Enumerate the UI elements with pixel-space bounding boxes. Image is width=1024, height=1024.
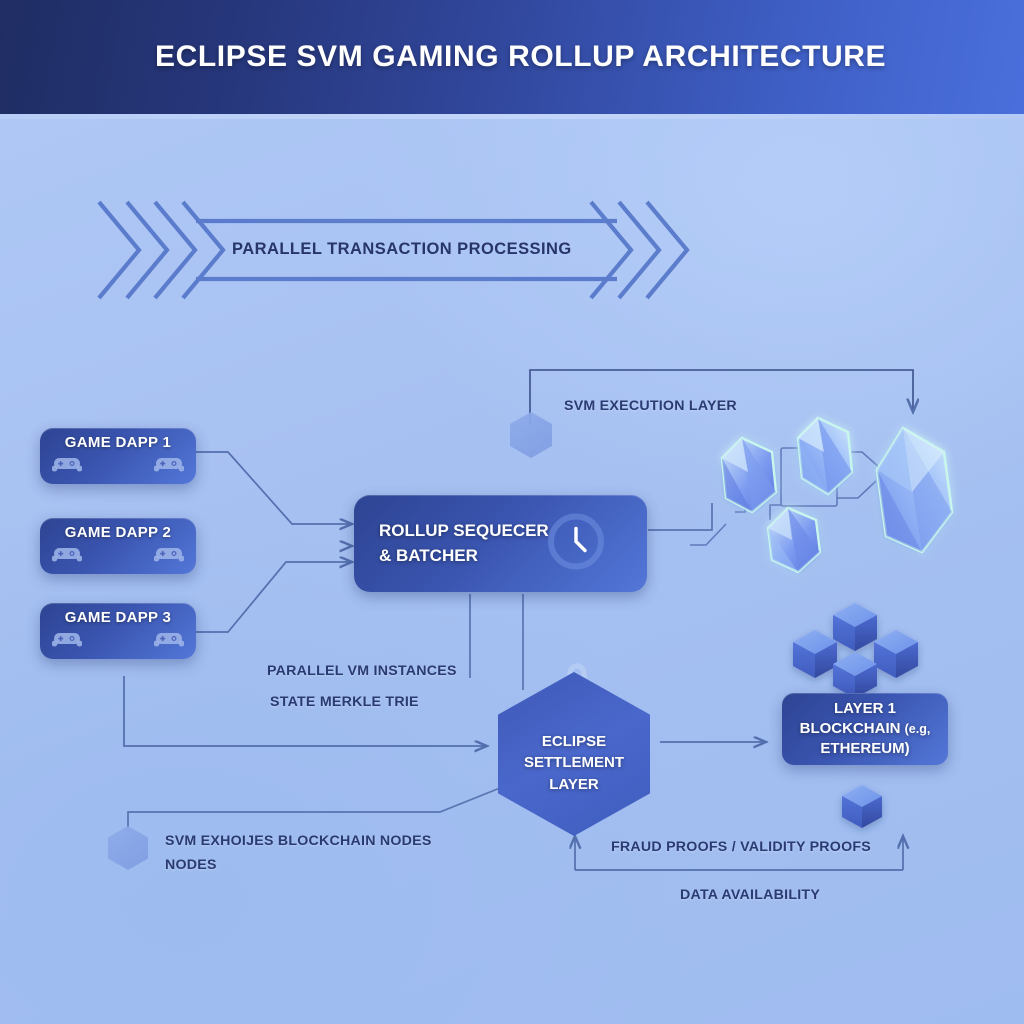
page-title: ECLIPSE SVM GAMING ROLLUP ARCHITECTURE <box>155 40 887 73</box>
svm-nodes-label-line1: SVM EXHOIJES BLOCKCHAIN NODES <box>165 833 432 849</box>
settlement-label: ECLIPSE SETTLEMENT LAYER <box>524 731 624 795</box>
game-dapp-3-label: GAME DAPP 3 <box>64 609 172 626</box>
header-banner: ECLIPSE SVM GAMING ROLLUP ARCHITECTURE <box>0 0 1024 114</box>
layer1-line2-small: (e.g, <box>904 722 931 737</box>
settlement-line1: ECLIPSE <box>541 733 607 751</box>
svm-execution-layer-label: SVM EXECUTION LAYER <box>564 398 737 414</box>
gamepad-icon <box>154 633 184 647</box>
state-merkle-trie-label: STATE MERKLE TRIE <box>270 694 419 710</box>
game-dapp-1-label: GAME DAPP 1 <box>64 434 172 451</box>
rollup-sequencer-node[interactable]: ROLLUP SEQUECER & BATCHER <box>354 495 647 592</box>
parallel-processing-label: PARALLEL TRANSACTION PROCESSING <box>232 240 572 258</box>
svm-nodes-label-line2: NODES <box>165 857 217 873</box>
gamepad-icon <box>154 458 184 472</box>
game-dapp-2-node[interactable]: GAME DAPP 2 <box>40 518 196 574</box>
gamepad-icon <box>52 548 82 562</box>
clock-icon <box>548 513 604 569</box>
parallel-vm-instances-label: PARALLEL VM INSTANCES <box>267 663 457 679</box>
settlement-line2: SETTLEMENT <box>524 754 624 772</box>
rollup-sequencer-line1: ROLLUP SEQUECER <box>379 520 549 540</box>
rollup-sequencer-line2: & BATCHER <box>379 545 478 565</box>
gamepad-icon <box>52 633 82 647</box>
layer1-line2: BLOCKCHAIN <box>799 720 901 738</box>
game-dapp-3-node[interactable]: GAME DAPP 3 <box>40 603 196 659</box>
layer1-line1: LAYER 1 <box>834 700 896 718</box>
settlement-line3: LAYER <box>549 775 599 793</box>
game-dapp-1-node[interactable]: GAME DAPP 1 <box>40 428 196 484</box>
layer1-line3: ETHEREUM) <box>820 739 910 757</box>
clock-icon-wrap <box>547 512 605 575</box>
data-availability-label: DATA AVAILABILITY <box>680 887 821 903</box>
layer1-label: LAYER 1 BLOCKCHAIN (e.g, ETHEREUM) <box>793 699 938 758</box>
layer1-line2-wrap: BLOCKCHAIN (e.g, <box>800 719 931 739</box>
gamepad-icon <box>154 548 184 562</box>
fraud-proofs-label: FRAUD PROOFS / VALIDITY PROOFS <box>611 839 871 855</box>
header-underline <box>0 114 1024 119</box>
game-dapp-2-label: GAME DAPP 2 <box>64 524 172 541</box>
layer1-blockchain-node[interactable]: LAYER 1 BLOCKCHAIN (e.g, ETHEREUM) <box>782 693 948 765</box>
gamepad-icon <box>52 458 82 472</box>
rollup-sequencer-label: ROLLUP SEQUECER & BATCHER <box>354 519 549 568</box>
